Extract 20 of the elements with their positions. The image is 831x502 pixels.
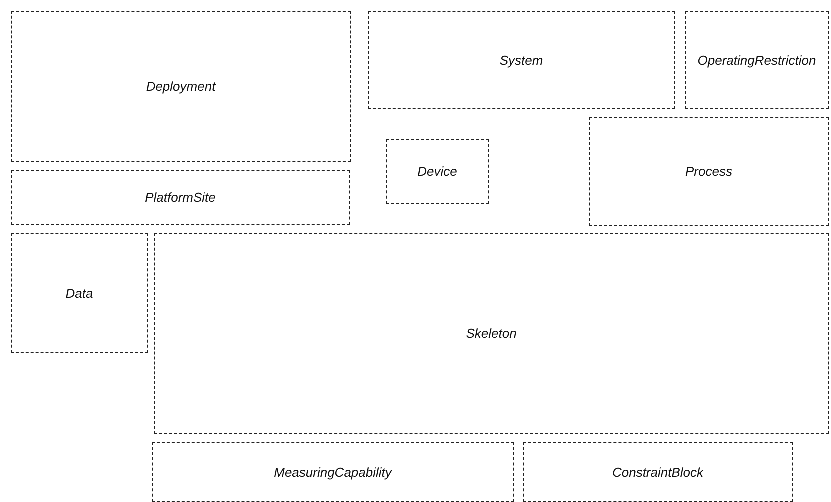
dashed-box (589, 117, 829, 226)
dashed-box (685, 11, 829, 109)
box-label: Data (66, 286, 94, 300)
dashed-box (523, 442, 793, 502)
box-label: ConstraintBlock (612, 465, 704, 480)
dashed-box (11, 170, 350, 225)
box-label: MeasuringCapability (274, 465, 392, 480)
box-label: System (500, 52, 544, 68)
box-label: OperatingRestriction (698, 52, 816, 68)
dashed-box (368, 11, 675, 109)
dashed-box (152, 442, 514, 502)
box-label: Skeleton (466, 326, 517, 341)
dashed-box (154, 233, 829, 434)
box-label: Process (686, 164, 732, 179)
box-label: Deployment (146, 79, 216, 94)
dashed-box (11, 233, 148, 353)
dashed-box (386, 139, 489, 204)
box-label: Device (418, 164, 458, 179)
dashed-box (11, 11, 351, 162)
box-label: PlatformSite (145, 190, 216, 205)
